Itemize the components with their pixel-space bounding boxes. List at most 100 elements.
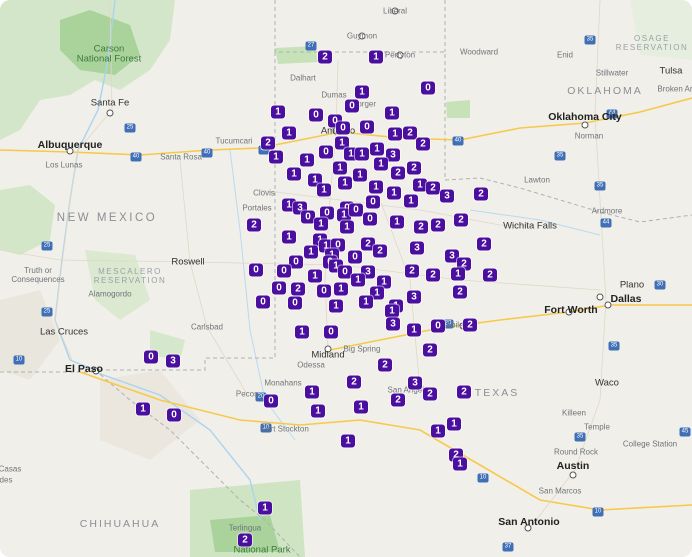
count-marker[interactable]: 1 [370, 142, 384, 156]
count-marker[interactable]: 0 [289, 255, 303, 269]
count-marker[interactable]: 0 [277, 264, 291, 278]
count-marker[interactable]: 1 [407, 323, 421, 337]
count-marker[interactable]: 0 [348, 250, 362, 264]
count-marker[interactable]: 3 [440, 189, 454, 203]
count-marker[interactable]: 3 [410, 241, 424, 255]
count-marker[interactable]: 0 [324, 325, 338, 339]
count-marker[interactable]: 0 [421, 81, 435, 95]
count-marker[interactable]: 2 [474, 187, 488, 201]
count-marker[interactable]: 1 [385, 304, 399, 318]
count-marker[interactable]: 1 [390, 215, 404, 229]
count-marker[interactable]: 3 [408, 376, 422, 390]
count-marker[interactable]: 0 [320, 206, 334, 220]
count-marker[interactable]: 1 [304, 245, 318, 259]
count-marker[interactable]: 2 [453, 285, 467, 299]
count-marker[interactable]: 1 [355, 85, 369, 99]
count-marker[interactable]: 1 [351, 273, 365, 287]
count-marker[interactable]: 2 [373, 244, 387, 258]
count-marker[interactable]: 3 [166, 354, 180, 368]
count-marker[interactable]: 1 [282, 198, 296, 212]
count-marker[interactable]: 2 [457, 257, 471, 271]
count-marker[interactable]: 1 [353, 168, 367, 182]
count-marker[interactable]: 1 [451, 267, 465, 281]
count-marker[interactable]: 1 [338, 176, 352, 190]
count-marker[interactable]: 1 [317, 183, 331, 197]
count-marker[interactable]: 1 [258, 501, 272, 515]
count-marker[interactable]: 2 [426, 181, 440, 195]
count-marker[interactable]: 2 [247, 218, 261, 232]
count-marker[interactable]: 1 [374, 157, 388, 171]
count-marker[interactable]: 1 [404, 194, 418, 208]
count-marker[interactable]: 0 [167, 408, 181, 422]
count-marker[interactable]: 1 [385, 106, 399, 120]
count-marker[interactable]: 2 [361, 237, 375, 251]
count-marker[interactable]: 1 [314, 217, 328, 231]
count-marker[interactable]: 1 [359, 295, 373, 309]
count-marker[interactable]: 1 [337, 208, 351, 222]
count-marker[interactable]: 1 [282, 126, 296, 140]
count-marker[interactable]: 0 [345, 99, 359, 113]
count-marker[interactable]: 0 [319, 145, 333, 159]
count-marker[interactable]: 2 [391, 393, 405, 407]
count-marker[interactable]: 3 [386, 317, 400, 331]
count-marker[interactable]: 2 [457, 385, 471, 399]
count-marker[interactable]: 0 [431, 319, 445, 333]
count-marker[interactable]: 2 [347, 375, 361, 389]
count-marker[interactable]: 2 [423, 387, 437, 401]
count-marker[interactable]: 1 [335, 136, 349, 150]
count-marker[interactable]: 1 [340, 220, 354, 234]
count-marker[interactable]: 1 [341, 434, 355, 448]
count-marker[interactable]: 1 [269, 150, 283, 164]
count-marker[interactable]: 0 [301, 210, 315, 224]
count-marker[interactable]: 0 [256, 295, 270, 309]
count-marker[interactable]: 1 [387, 186, 401, 200]
count-marker[interactable]: 2 [477, 237, 491, 251]
count-marker[interactable]: 2 [414, 220, 428, 234]
count-marker[interactable]: 0 [144, 350, 158, 364]
count-marker[interactable]: 2 [261, 136, 275, 150]
count-marker[interactable]: 1 [388, 127, 402, 141]
count-marker[interactable]: 0 [363, 212, 377, 226]
count-marker[interactable]: 2 [416, 137, 430, 151]
count-marker[interactable]: 1 [377, 275, 391, 289]
count-marker[interactable]: 0 [309, 108, 323, 122]
count-marker[interactable]: 3 [445, 249, 459, 263]
count-marker[interactable]: 2 [378, 358, 392, 372]
count-marker[interactable]: 1 [308, 173, 322, 187]
count-marker[interactable]: 0 [331, 238, 345, 252]
count-marker[interactable]: 2 [238, 533, 252, 547]
count-marker[interactable]: 2 [407, 161, 421, 175]
count-marker[interactable]: 0 [338, 265, 352, 279]
count-marker[interactable]: 2 [405, 264, 419, 278]
count-marker[interactable]: 1 [300, 153, 314, 167]
count-marker[interactable]: 0 [272, 281, 286, 295]
count-marker[interactable]: 1 [305, 385, 319, 399]
count-marker[interactable]: 1 [334, 282, 348, 296]
count-marker[interactable]: 1 [370, 286, 384, 300]
count-marker[interactable]: 1 [308, 269, 322, 283]
count-marker[interactable]: 2 [463, 318, 477, 332]
count-marker[interactable]: 2 [431, 218, 445, 232]
count-marker[interactable]: 2 [454, 213, 468, 227]
count-marker[interactable]: 1 [333, 161, 347, 175]
count-marker[interactable]: 2 [403, 126, 417, 140]
count-marker[interactable]: 1 [136, 402, 150, 416]
count-marker[interactable]: 1 [354, 400, 368, 414]
count-marker[interactable]: 0 [336, 121, 350, 135]
count-marker[interactable]: 0 [366, 195, 380, 209]
count-marker[interactable]: 1 [369, 180, 383, 194]
count-marker[interactable]: 1 [282, 230, 296, 244]
count-marker[interactable]: 0 [249, 263, 263, 277]
count-marker[interactable]: 1 [271, 105, 285, 119]
count-marker[interactable]: 2 [483, 268, 497, 282]
count-marker[interactable]: 1 [344, 147, 358, 161]
count-marker[interactable]: 1 [413, 178, 427, 192]
count-marker[interactable]: 2 [318, 50, 332, 64]
count-marker[interactable]: 2 [426, 268, 440, 282]
count-marker[interactable]: 0 [264, 394, 278, 408]
count-marker[interactable]: 1 [311, 404, 325, 418]
count-marker[interactable]: 1 [355, 147, 369, 161]
count-marker[interactable]: 0 [288, 296, 302, 310]
count-marker[interactable]: 1 [453, 457, 467, 471]
